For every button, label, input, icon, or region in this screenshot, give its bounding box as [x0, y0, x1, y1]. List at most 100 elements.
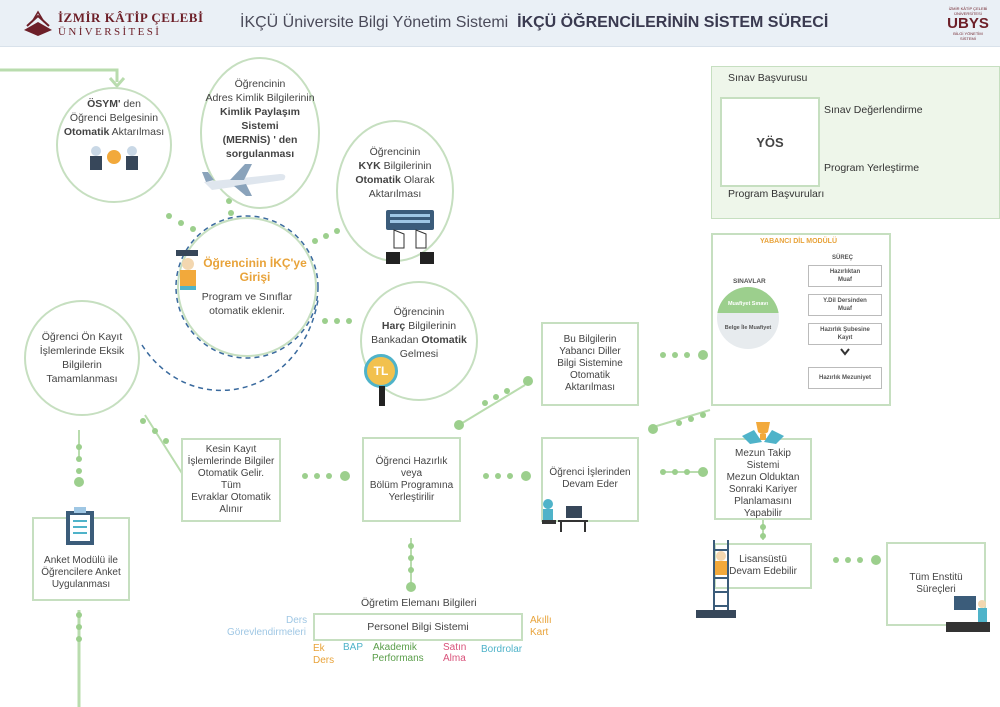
personel-satin1: Satın: [443, 642, 467, 653]
personel-bordro: Bordrolar: [481, 644, 523, 655]
ubys-small-2: ÜNİVERSİTESİ: [954, 11, 982, 16]
personel-akilli1: Akıllı: [530, 615, 552, 626]
yos-program-basvurulari: Program Başvuruları: [728, 188, 825, 200]
personel-ders2: Görevlendirmeleri: [227, 627, 306, 638]
giris-text2: otomatik eklenir.: [209, 305, 285, 317]
giris-title: Öğrencinin İKÇ'ye Girişi: [203, 256, 307, 284]
anket-text2: Öğrencilere Anket: [41, 567, 121, 578]
devam-text1: Öğrenci İşlerinden: [549, 467, 631, 478]
mezun-box[interactable]: Mezun Takip Sistemi Mezun Olduktan Sonra…: [714, 438, 812, 520]
enstitu-box[interactable]: Tüm Enstitü Süreçleri: [886, 542, 986, 626]
yd-exam-circle[interactable]: Muafiyet Sınavı Belge İle Muafiyet: [717, 287, 779, 349]
osym-text2: Öğrenci Belgesinin: [69, 112, 159, 124]
chevron-down-icon: [840, 348, 850, 356]
osym-text3: Aktarılması: [109, 126, 165, 138]
mernis-bold1: Kimlik Paylaşım Sistemi: [220, 106, 300, 132]
ubys-small-3: BİLGİ YÖNETİM SİSTEMİ: [953, 31, 983, 41]
kyk-bold1: KYK: [358, 160, 381, 172]
hazirlik-text3: Bölüm Programına: [369, 479, 454, 491]
personel-akad2: Performans: [372, 653, 424, 664]
lisansustu-text1: Lisansüstü: [739, 554, 787, 565]
yd-title: YABANCI DİL MODÜLÜ: [760, 238, 838, 245]
yd-surec: SÜREÇ: [832, 255, 854, 261]
yd-box-mezuniyet[interactable]: Hazırlık Mezuniyet: [808, 367, 882, 389]
personel-center-box[interactable]: Personel Bilgi Sistemi: [313, 613, 523, 641]
enstitu-text2: Süreçleri: [916, 584, 956, 595]
lisansustu-box[interactable]: Lisansüstü Devam Edebilir: [714, 543, 812, 589]
yabanci-aktar-text3: Bilgi Sistemine: [557, 358, 623, 369]
harc-text3: Bankadan: [371, 334, 422, 346]
yd-box2b: Muaf: [838, 306, 852, 312]
yos-sinav-basvurusu: Sınav Başvurusu: [728, 72, 808, 84]
personel-bap: BAP: [343, 642, 364, 653]
yd-sinavlar: SINAVLAR: [733, 278, 766, 285]
giris-text1: Program ve Sınıflar: [201, 291, 293, 303]
airplane-icon: [202, 164, 286, 196]
kesin-text3: Otomatik Gelir. Tüm: [197, 468, 265, 491]
personel-ders1: Ders: [286, 615, 308, 626]
onkayit-circle[interactable]: Öğrenci Ön Kayıt İşlemlerinde Eksik Bilg…: [24, 300, 140, 416]
yos-sinav-degerlendirme: Sınav Değerlendirme: [824, 104, 923, 116]
osym-circle[interactable]: ÖSYM' den Öğrenci Belgesinin Otomatik Ak…: [56, 87, 172, 203]
harc-bold1: Harç: [381, 320, 406, 332]
yd-box-sube[interactable]: Hazırlık Şubesine Kayıt: [808, 323, 882, 345]
lisansustu-text2: Devam Edebilir: [729, 566, 797, 577]
mernis-text3: ' den: [270, 134, 298, 146]
mernis-text4: sorgulanması: [225, 148, 295, 160]
yd-box-ydil[interactable]: Y.Dil Dersinden Muaf: [808, 294, 882, 316]
clipboard-icon: [66, 507, 94, 545]
yd-box-hazirliktan[interactable]: Hazırlıktan Muaf: [808, 265, 882, 287]
yd-box1a: Hazırlıktan: [829, 269, 861, 275]
mernis-circle[interactable]: Öğrencinin Adres Kimlik Bilgilerinin Kim…: [200, 57, 320, 209]
osym-bold1: ÖSYM': [87, 98, 121, 110]
mezun-text1: Mezun Takip Sistemi: [735, 448, 791, 471]
student-megaphone-icon: [176, 250, 198, 290]
mernis-text1: Öğrencinin: [234, 78, 286, 90]
kyk-text2: Bilgilerinin: [380, 160, 432, 172]
tl-coin-icon: TL: [364, 354, 398, 388]
personel-ek2: Ders: [313, 655, 335, 666]
hazirlik-text1: Öğrenci Hazırlık: [375, 455, 448, 467]
personel-satin2: Alma: [443, 653, 466, 664]
personel-title: Öğretim Elemanı Bilgileri: [361, 597, 477, 609]
kyk-bold2: Otomatik: [355, 174, 401, 186]
header-bar: [0, 0, 1000, 47]
kesin-text2: İşlemlerinde Bilgiler: [187, 456, 275, 467]
presenter-icon: [946, 596, 990, 632]
harc-text2: Bilgilerinin: [405, 320, 457, 332]
hand-holding-icon: [379, 386, 385, 406]
personel-ek1: Ek: [313, 643, 325, 654]
kesin-text5: Alınır: [219, 504, 243, 515]
onkayit-text1: Öğrenci Ön Kayıt: [41, 331, 123, 343]
ladder-climb-icon: [696, 540, 736, 618]
hazirlik-box[interactable]: Öğrenci Hazırlık veya Bölüm Programına Y…: [362, 437, 461, 522]
page-title: İKÇÜ Üniversite Bilgi Yönetim Sistemi İK…: [240, 14, 828, 32]
yos-center-box[interactable]: YÖS: [720, 97, 820, 187]
onkayit-text2: İşlemlerinde Eksik: [39, 345, 125, 357]
logo-text-line1: İZMİR KÂTİP ÇELEBİ: [58, 10, 204, 25]
enstitu-text1: Tüm Enstitü: [909, 572, 963, 583]
osym-bold2: Otomatik: [63, 126, 110, 138]
yd-box3b: Kayıt: [837, 335, 853, 341]
kesin-kayit-box[interactable]: Kesin Kayıt İşlemlerinde Bilgiler Otomat…: [181, 438, 281, 522]
mezun-text4: Planlamasını: [734, 496, 792, 507]
mezun-text3: Sonraki Kariyer: [728, 484, 798, 495]
yabanci-aktar-text2: Yabancı Diller: [559, 346, 621, 357]
university-emblem-icon: [24, 10, 52, 36]
yd-muafiyet: Muafiyet Sınavı: [727, 301, 769, 307]
osym-text1: den: [120, 98, 141, 110]
trophy-handshake-icon: [742, 422, 784, 444]
harc-bold2: Otomatik: [421, 334, 467, 346]
yos-program-yerlestirme: Program Yerleştirme: [824, 162, 920, 174]
personel-akad1: Akademik: [373, 642, 417, 653]
page-title-normal: İKÇÜ Üniversite Bilgi Yönetim Sistemi: [240, 14, 509, 31]
giris-circle[interactable]: Öğrencinin İKÇ'ye Girişi Program ve Sını…: [177, 217, 317, 357]
yabanci-aktar-box[interactable]: Bu Bilgilerin Yabancı Diller Bilgi Siste…: [541, 322, 639, 406]
yd-belge: Belge İle Muafiyet: [724, 325, 772, 331]
ubys-small-1: İZMİR KÂTİP ÇELEBİ: [948, 6, 988, 11]
harc-text4: Gelmesi: [399, 348, 439, 360]
yd-box3a: Hazırlık Şubesine: [820, 327, 870, 333]
devam-box[interactable]: Öğrenci İşlerinden Devam Eder: [541, 437, 639, 522]
mernis-text2: Adres Kimlik Bilgilerinin: [205, 92, 315, 104]
hazirlik-text4: Yerleştirilir: [388, 491, 435, 503]
